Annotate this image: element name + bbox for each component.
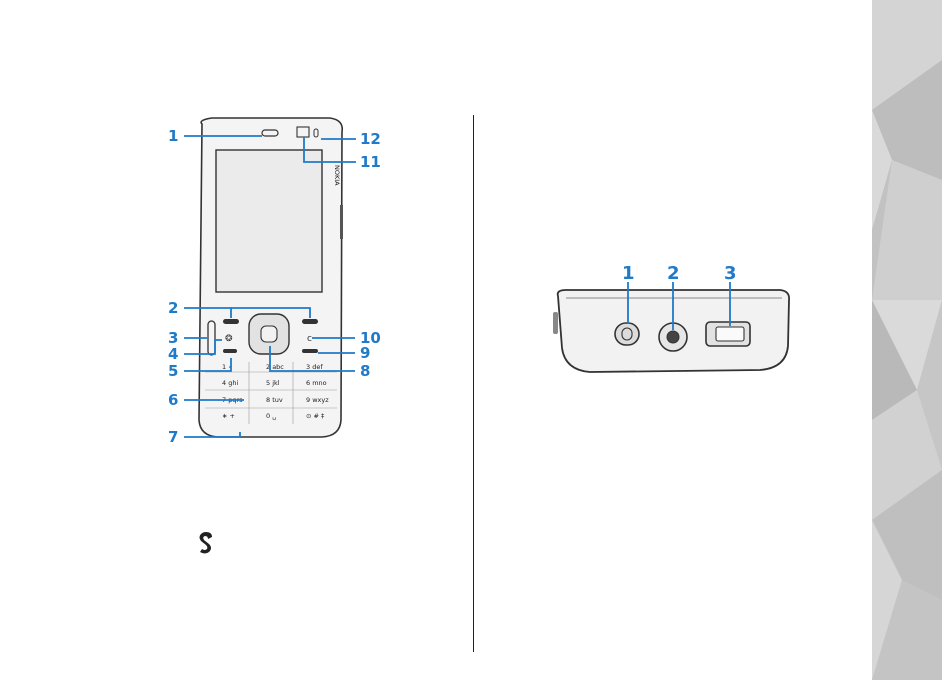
callout-4: 4 xyxy=(168,345,178,363)
right-selection-key xyxy=(302,319,318,324)
callout-7: 7 xyxy=(168,428,178,446)
charger-connector xyxy=(615,323,639,345)
keypad-key-label: 0 ␣ xyxy=(266,412,276,420)
bottom-callout-3: 3 xyxy=(724,263,737,284)
callout-2: 2 xyxy=(168,299,178,317)
keypad-key-label: 6 mno xyxy=(306,379,327,387)
navi-center-key xyxy=(261,326,277,342)
callout-1: 1 xyxy=(168,127,178,145)
callout-10: 10 xyxy=(360,329,381,347)
callout-5: 5 xyxy=(168,362,178,380)
keypad-key-label: 2 abc xyxy=(266,363,284,371)
keypad-key-label: 5 jkl xyxy=(266,379,280,387)
left-selection-key xyxy=(223,319,239,324)
keypad-key-label: 8 tuv xyxy=(266,396,283,404)
phone-bottom-body xyxy=(558,290,789,372)
keypad-key-label: ∗ + xyxy=(222,412,235,420)
side-tab-decoration xyxy=(872,0,942,680)
display-screen xyxy=(216,150,322,292)
menu-key-glyph: ❂ xyxy=(225,334,233,344)
side-volume-key xyxy=(340,205,343,239)
callout-12: 12 xyxy=(360,130,381,148)
callout-6: 6 xyxy=(168,391,178,409)
usb-connector xyxy=(706,322,750,346)
side-slot xyxy=(553,312,558,334)
callout-8: 8 xyxy=(360,362,370,380)
menu-key-icon xyxy=(196,530,216,556)
callout-11: 11 xyxy=(360,153,381,171)
clear-key-glyph: c xyxy=(307,334,312,344)
end-key xyxy=(302,349,318,353)
brand-text: NOKIA xyxy=(333,165,341,186)
keypad-key-label: 4 ghi xyxy=(222,379,238,387)
bottom-callout-2: 2 xyxy=(667,263,680,284)
keypad-key-label: ⊙ # ‡ xyxy=(306,412,325,420)
keypad-key-label: 3 def xyxy=(306,363,323,371)
keypad-key-label: 9 wxyz xyxy=(306,396,329,404)
multimedia-key xyxy=(223,349,237,353)
column-divider xyxy=(473,115,474,652)
bottom-callout-1: 1 xyxy=(622,263,635,284)
av-connector xyxy=(659,323,687,351)
